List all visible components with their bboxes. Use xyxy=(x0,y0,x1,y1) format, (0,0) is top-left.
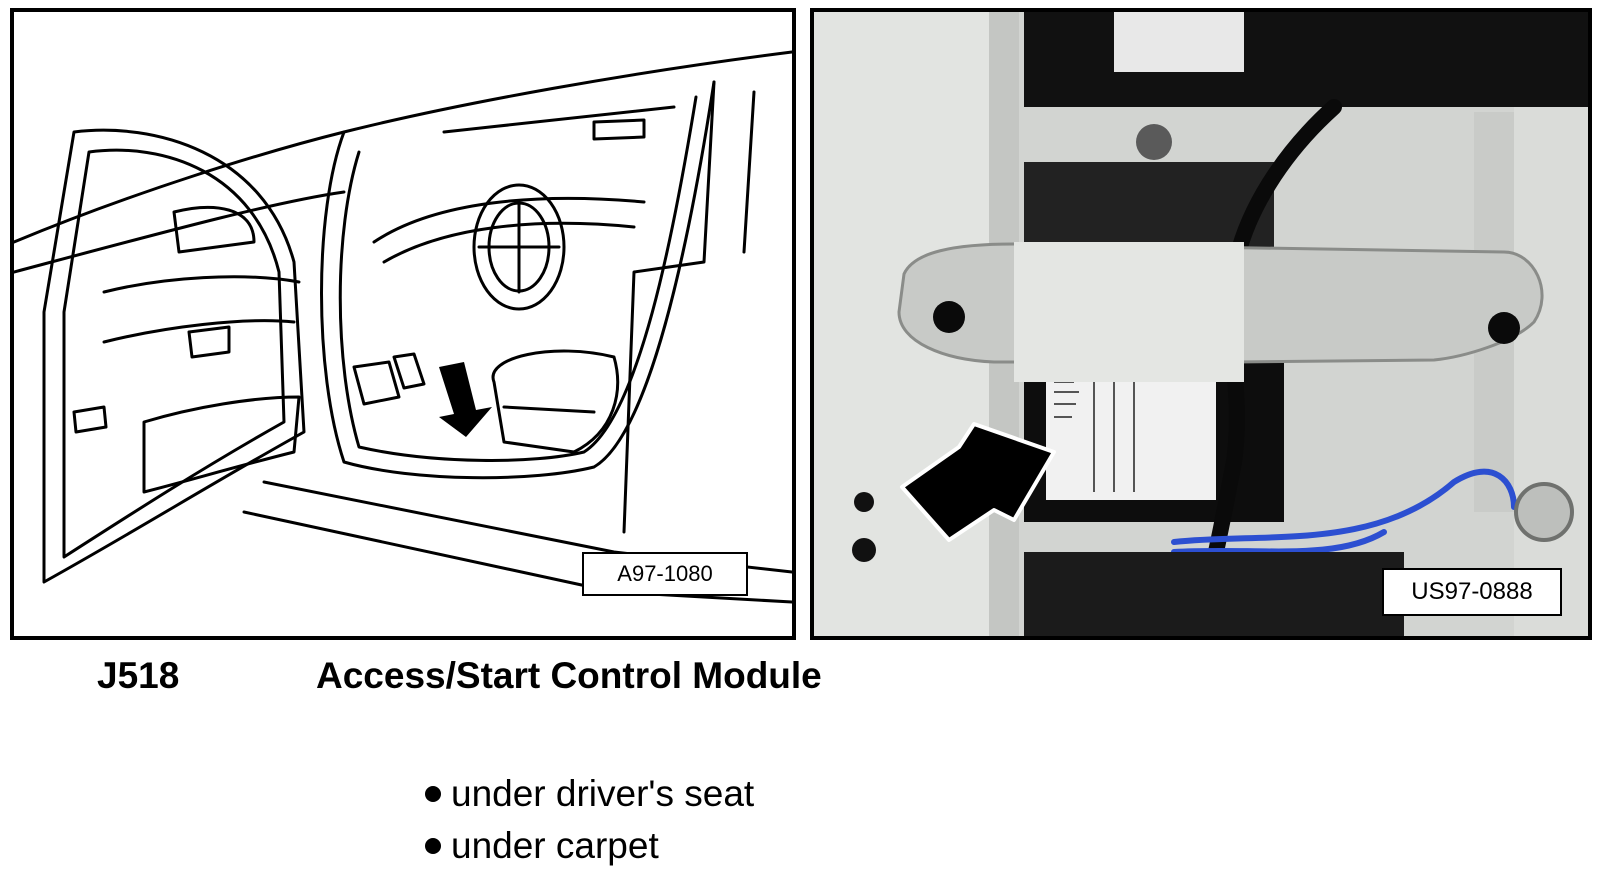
car-interior-illustration: A97-1080 xyxy=(10,8,796,640)
car-line-drawing xyxy=(14,50,792,604)
module-photo: US97-0888 xyxy=(810,8,1592,640)
component-code: J518 xyxy=(97,655,180,696)
photo-reference-label: US97-0888 xyxy=(1382,568,1562,616)
location-arrow xyxy=(439,362,492,437)
bullet-icon xyxy=(425,786,441,802)
figure-reference-label: A97-1080 xyxy=(582,552,748,596)
location-text: under driver's seat xyxy=(451,773,755,814)
location-text: under carpet xyxy=(451,825,659,866)
list-item: under carpet xyxy=(425,820,754,872)
component-name: Access/Start Control Module xyxy=(316,655,822,696)
module-photo-drawing xyxy=(814,12,1588,636)
module-arrow xyxy=(900,422,1056,542)
list-item: under driver's seat xyxy=(425,768,754,820)
location-list: under driver's seat under carpet xyxy=(425,768,754,872)
bullet-icon xyxy=(425,838,441,854)
